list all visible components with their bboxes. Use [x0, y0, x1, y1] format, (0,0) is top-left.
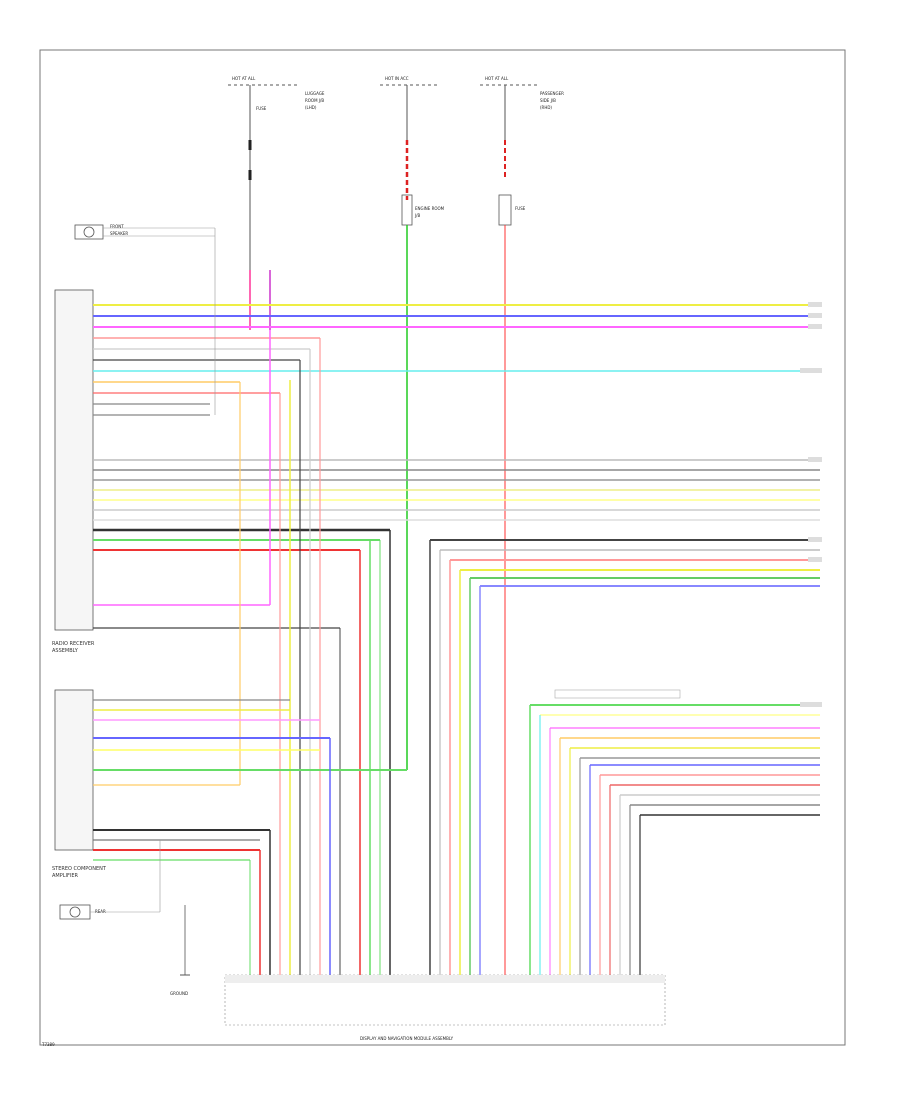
svg-text:ROOM J/B: ROOM J/B: [305, 98, 324, 103]
horizontal-harness-lower: [93, 699, 407, 975]
front-speaker-icon: FRONT SPEAKER: [74, 224, 216, 415]
svg-text:PASSENGER: PASSENGER: [540, 91, 564, 96]
horizontal-harness-upper: [93, 304, 820, 629]
svg-text:FUSE: FUSE: [256, 106, 267, 111]
fuse-title-right: HOT AT ALL: [485, 76, 509, 81]
svg-text:(LHD): (LHD): [305, 105, 317, 110]
right-edge-labels: [800, 302, 822, 707]
svg-text:GROUND: GROUND: [170, 991, 188, 996]
right-bundle: [429, 539, 820, 975]
fuse-title-mid: HOT IN ACC: [385, 76, 409, 81]
svg-text:LUGGAGE: LUGGAGE: [305, 91, 325, 96]
rear-speaker-icon: REAR: [59, 840, 161, 920]
svg-text:REAR: REAR: [95, 909, 106, 914]
svg-text:FRONT: FRONT: [110, 224, 124, 229]
vertical-drops: [239, 330, 391, 975]
footer-code: T7389: [41, 1042, 55, 1047]
svg-text:ENGINE ROOM: ENGINE ROOM: [415, 206, 445, 211]
svg-text:(RHD): (RHD): [540, 105, 552, 110]
svg-text:STEREO COMPONENT: STEREO COMPONENT: [52, 866, 107, 872]
svg-text:J/B: J/B: [414, 213, 421, 218]
fuse-title-left: HOT AT ALL: [232, 76, 256, 81]
diagram-frame: [39, 49, 846, 1046]
power-feeds: HOT AT ALL FUSE LUGGAGE ROOM J/B (LHD) H…: [228, 76, 564, 270]
svg-text:FUSE: FUSE: [515, 206, 526, 211]
bottom-module-label: DISPLAY AND NAVIGATION MODULE ASSEMBLY: [360, 1036, 454, 1041]
amplifier-connector: STEREO COMPONENT AMPLIFIER: [52, 689, 107, 879]
lower-right-harness: [529, 689, 820, 975]
svg-text:SIDE J/B: SIDE J/B: [540, 98, 556, 103]
bottom-connector-strip: [224, 974, 666, 1026]
radio-receiver-connector: RADIO RECEIVER ASSEMBLY: [52, 289, 95, 654]
svg-text:SPEAKER: SPEAKER: [110, 231, 128, 236]
svg-text:RADIO RECEIVER: RADIO RECEIVER: [52, 641, 95, 647]
svg-text:ASSEMBLY: ASSEMBLY: [52, 648, 79, 654]
svg-text:AMPLIFIER: AMPLIFIER: [52, 873, 79, 879]
ground-point-icon: GROUND: [170, 905, 190, 996]
